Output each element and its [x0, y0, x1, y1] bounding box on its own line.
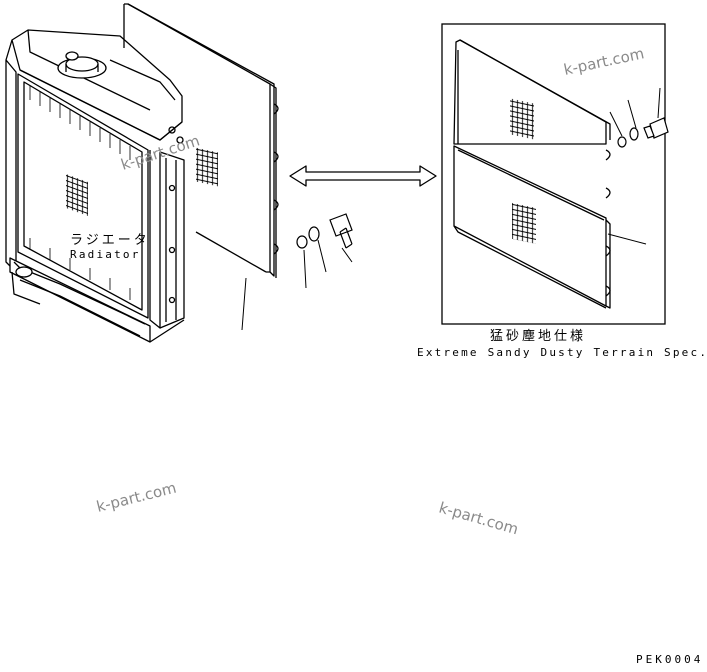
inset-frame [441, 23, 666, 325]
radiator-assembly [5, 29, 185, 343]
washer-icon [617, 136, 627, 148]
watermark: k-part.com [95, 479, 179, 516]
washer-icon [308, 226, 320, 242]
bolt-icon [643, 117, 669, 139]
bolt-icon [329, 213, 353, 249]
mesh-icon [196, 147, 218, 187]
split-dust-screen [453, 39, 611, 309]
leader-line [303, 239, 353, 289]
mesh-icon [512, 202, 536, 244]
mesh-icon [66, 174, 88, 217]
spec-label-jp: 猛砂塵地仕様 [490, 329, 586, 344]
radiator-label-jp: ラジエータ [70, 233, 150, 248]
washer-icon [629, 127, 639, 141]
radiator-label-en: Radiator [70, 248, 141, 261]
drawing-code: PEK0004 [636, 653, 703, 666]
dust-screen [123, 3, 279, 278]
mesh-icon [510, 98, 534, 140]
double-arrow-icon [289, 165, 437, 187]
leader-line [607, 87, 661, 245]
washer-icon [296, 235, 308, 249]
watermark: k-part.com [437, 499, 520, 539]
radiator-fins [29, 86, 131, 300]
spec-label-en: Extreme Sandy Dusty Terrain Spec. [417, 346, 707, 359]
leader-line [241, 277, 247, 331]
watermark: k-part.com [562, 44, 646, 79]
